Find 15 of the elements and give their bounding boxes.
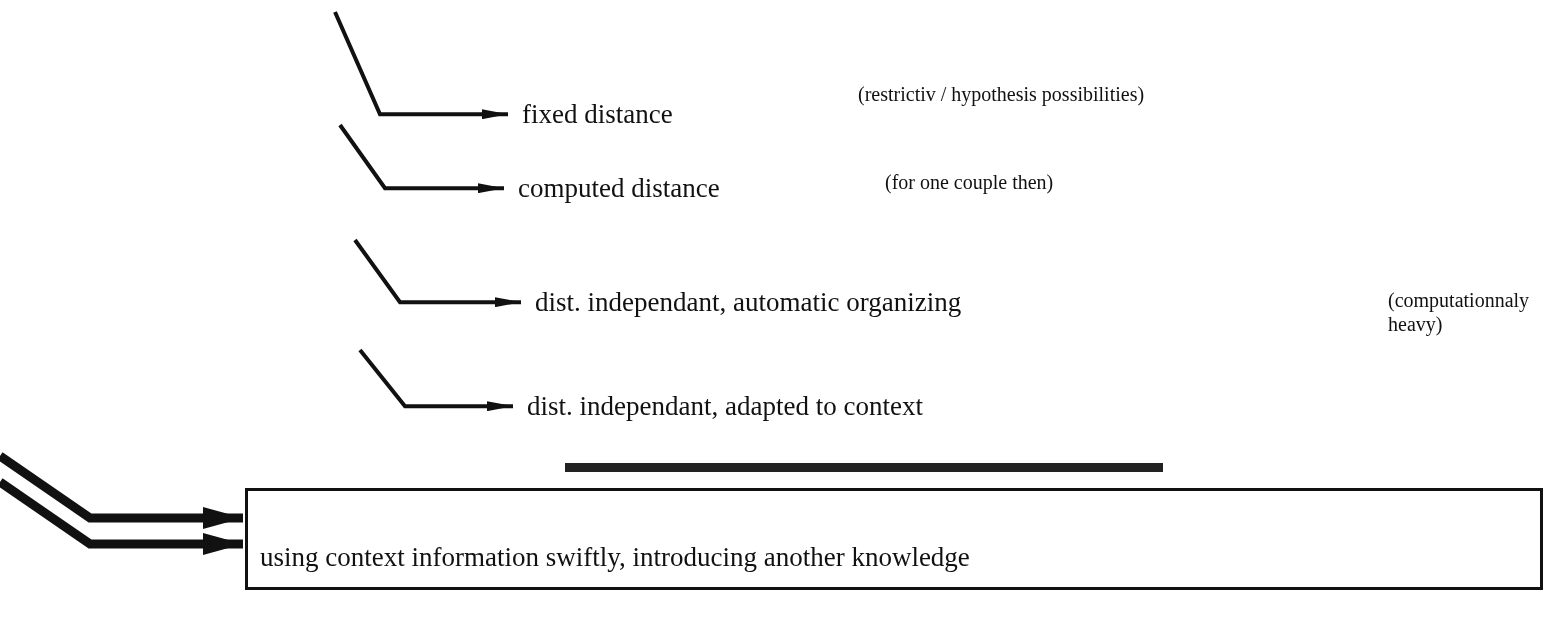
option-text: using context information swiftly, introducing another knowledge [260, 540, 970, 573]
note-text: (computationnaly heavy) [1388, 288, 1531, 336]
option-text: computed distance [518, 173, 720, 203]
bent-arrow [358, 348, 513, 412]
bent-arrow [333, 11, 508, 120]
note-text: (restrictiv / hypothesis possibilities) [858, 82, 1146, 106]
option-text: fixed distance [522, 99, 673, 129]
bent-arrow [0, 478, 243, 555]
option-text: dist. independant, adapted to context [527, 391, 923, 421]
bent-arrow [0, 452, 243, 529]
bent-arrow [353, 238, 521, 308]
option-text: dist. independant, automatic organizing [535, 287, 962, 317]
text-box [245, 488, 1543, 590]
note-text: (for one couple then) [885, 170, 1055, 194]
bent-arrow [338, 123, 504, 194]
